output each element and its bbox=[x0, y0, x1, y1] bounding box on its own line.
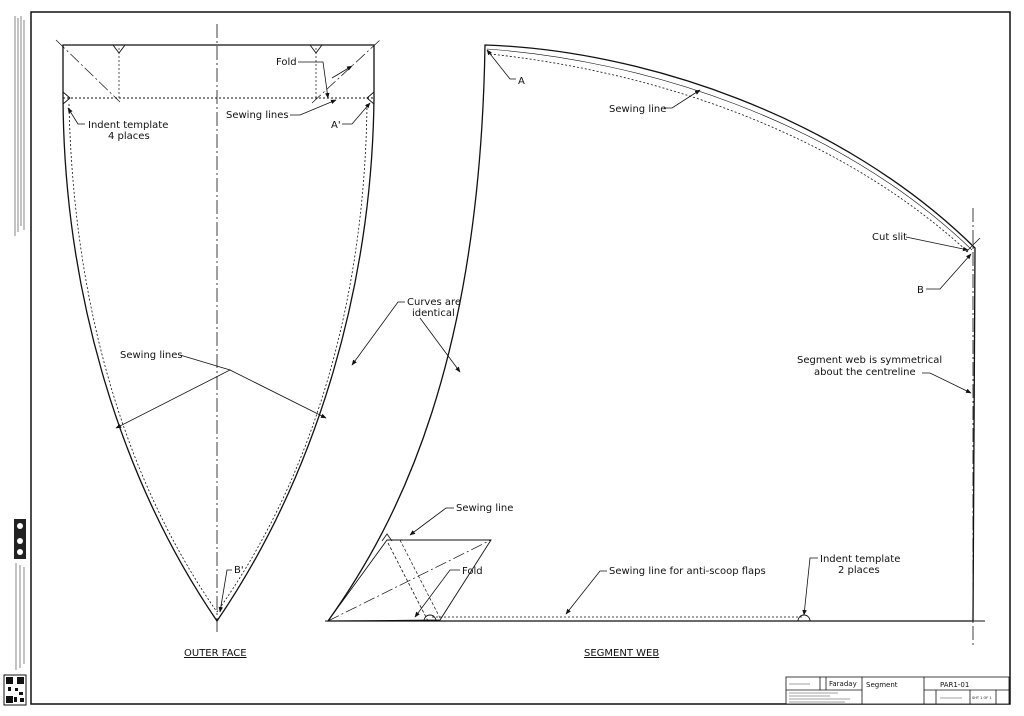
label-a-prime: A' bbox=[331, 120, 341, 131]
label-symmetrical-2: about the centreline bbox=[814, 367, 916, 378]
anti-scoop-flap bbox=[327, 539, 492, 622]
outer-face-pattern bbox=[55, 24, 381, 635]
segment-web-pattern bbox=[325, 44, 985, 648]
outer-face-sewing-left bbox=[68, 103, 218, 613]
label-indent-template-4: Indent template bbox=[88, 120, 168, 131]
margin-copyright-text bbox=[12, 14, 26, 239]
caption-segment-web: SEGMENT WEB bbox=[584, 648, 659, 659]
label-sewing-lines-top: Sewing lines bbox=[226, 110, 289, 121]
outer-face-sewing-right bbox=[216, 103, 368, 613]
label-cut-slit: Cut slit bbox=[872, 232, 907, 243]
label-indent-template-2-sub: 2 places bbox=[838, 565, 880, 576]
title-block-sheet: SHT 1 OF 1 bbox=[972, 696, 992, 700]
margin-license-text bbox=[15, 563, 25, 670]
title-block-drawing-number: PAR1-01 bbox=[940, 681, 969, 689]
outer-face-leaders bbox=[67, 61, 371, 613]
label-fold-web: Fold bbox=[462, 566, 483, 577]
curves-identical-leaders bbox=[351, 301, 461, 373]
segment-web-outline bbox=[326, 44, 976, 622]
label-curves-identical-2: identical bbox=[412, 308, 455, 319]
label-indent-template-4-sub: 4 places bbox=[108, 131, 150, 142]
label-fold-outer: Fold bbox=[276, 57, 297, 68]
label-indent-template-2: Indent template bbox=[820, 554, 900, 565]
license-badge bbox=[14, 519, 26, 559]
label-sewing-lines-mid: Sewing lines bbox=[120, 350, 183, 361]
title-block-drawn-by: Faraday bbox=[829, 680, 857, 688]
label-anti-scoop: Sewing line for anti-scoop flaps bbox=[609, 566, 766, 577]
qr-code bbox=[3, 674, 27, 706]
title-block-fine-print bbox=[789, 683, 962, 703]
label-point-a: A bbox=[518, 76, 525, 87]
title-block-title: Segment bbox=[866, 681, 898, 689]
title-block bbox=[785, 676, 1010, 705]
label-b-prime: B' bbox=[234, 565, 244, 576]
segment-web-sewing-arc bbox=[489, 53, 969, 253]
label-symmetrical-1: Segment web is symmetrical bbox=[797, 355, 942, 366]
label-curves-identical-1: Curves are bbox=[407, 297, 461, 308]
label-sewing-line-bottom: Sewing line bbox=[456, 503, 513, 514]
label-point-b: B bbox=[917, 285, 924, 296]
label-sewing-line-top: Sewing line bbox=[609, 104, 666, 115]
caption-outer-face: OUTER FACE bbox=[184, 648, 247, 659]
drawing-border bbox=[30, 11, 1011, 705]
segment-web-leaders bbox=[409, 49, 972, 618]
